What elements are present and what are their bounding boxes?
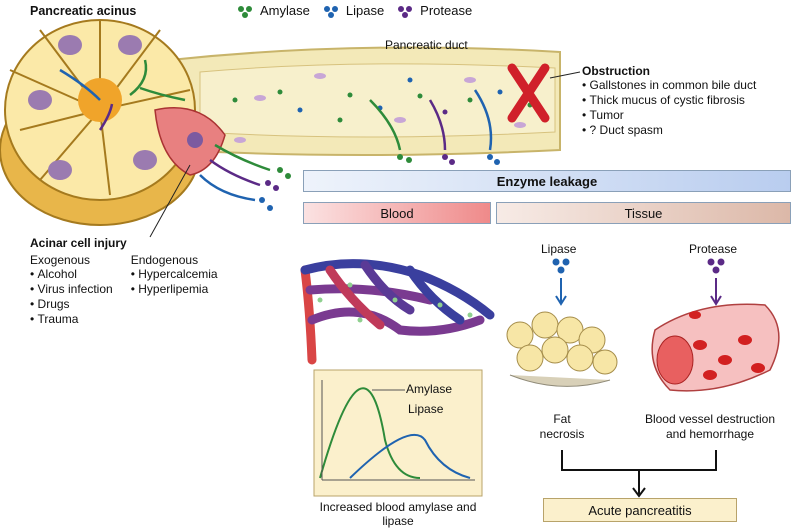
- legend-label: Amylase: [260, 3, 310, 18]
- obstruction-item: ? Duct spasm: [582, 123, 756, 138]
- obstruction-title: Obstruction: [582, 64, 650, 78]
- exogenous-column: Exogenous Alcohol Virus infection Drugs …: [30, 253, 113, 327]
- obstruction-pointer-line: [549, 71, 581, 79]
- obstruction-item: Thick mucus of cystic fibrosis: [582, 93, 756, 108]
- acinar-injury-section: Acinar cell injury Exogenous Alcohol Vir…: [30, 236, 218, 327]
- lipase-label: Lipase: [541, 242, 577, 256]
- endogenous-column: Endogenous Hypercalcemia Hyperlipemia: [131, 253, 218, 327]
- exogenous-list: Alcohol Virus infection Drugs Trauma: [30, 267, 113, 327]
- exogenous-title: Exogenous: [30, 253, 91, 267]
- graph-curve-amylase-label: Amylase: [406, 382, 453, 396]
- obstruction-x-icon: [507, 63, 550, 123]
- exogenous-item: Trauma: [30, 312, 113, 327]
- protease-dots-icon: [398, 5, 414, 18]
- vessel-destruction-label: Blood vessel destruction and hemorrhage: [644, 412, 776, 441]
- exogenous-item: Drugs: [30, 297, 113, 312]
- tissue-bar: Tissue: [496, 202, 791, 224]
- legend-label: Protease: [420, 3, 473, 18]
- fat-cells-illustration: [506, 311, 618, 387]
- endogenous-item: Hypercalcemia: [131, 267, 217, 282]
- enzyme-legend: Amylase Lipase Protease: [238, 4, 472, 18]
- acinus-illustration: [0, 19, 226, 226]
- legend-item-lipase: Lipase: [323, 3, 385, 18]
- fat-necrosis-label: Fat necrosis: [539, 412, 585, 441]
- obstruction-item: Tumor: [582, 108, 756, 123]
- increased-blood-label: Increased blood amylase and lipase: [319, 500, 477, 528]
- obstruction-item: Gallstones in common bile duct: [582, 78, 757, 93]
- graph-curve-lipase-label: Lipase: [408, 402, 444, 416]
- acinus-arrows: [59, 59, 271, 202]
- amylase-dots-icon: [238, 5, 254, 18]
- blood-bar: Blood: [303, 202, 491, 224]
- acinus-title: Pancreatic acinus: [30, 4, 137, 18]
- endogenous-list: Hypercalcemia Hyperlipemia: [131, 267, 218, 297]
- acinus-leak-dots: [259, 167, 291, 211]
- blood-vessel-network: [300, 259, 495, 365]
- enzyme-graph: [313, 369, 483, 497]
- endogenous-title: Endogenous: [130, 253, 199, 267]
- lipase-icon: [552, 258, 570, 306]
- damaged-vessel-illustration: [651, 303, 780, 392]
- exogenous-item: Virus infection: [30, 282, 113, 297]
- endogenous-item: Hyperlipemia: [131, 282, 218, 297]
- duct-leak-dots: [397, 154, 500, 165]
- protease-icon: [707, 258, 725, 306]
- legend-item-amylase: Amylase: [238, 4, 310, 18]
- enzyme-leakage-bar: Enzyme leakage: [303, 170, 791, 192]
- obstruction-box: Obstruction Gallstones in common bile du…: [582, 64, 756, 138]
- duct-enzyme-dots: [232, 77, 533, 123]
- vessel-dots: [317, 282, 473, 323]
- flow-connector: [561, 450, 717, 498]
- duct-leak-arrows: [369, 89, 493, 151]
- injury-pointer-line: [149, 164, 191, 238]
- acinar-injury-title: Acinar cell injury: [30, 236, 127, 250]
- legend-label: Lipase: [345, 3, 385, 18]
- exogenous-item: Alcohol: [30, 267, 113, 282]
- legend-item-protease: Protease: [398, 4, 472, 18]
- pancreatic-duct-label: Pancreatic duct: [385, 38, 468, 52]
- pancreatic-duct-illustration: [168, 46, 561, 156]
- obstruction-list: Gallstones in common bile duct Thick muc…: [582, 78, 757, 138]
- protease-label: Protease: [689, 242, 738, 256]
- lipase-dots-icon: [323, 5, 340, 18]
- acute-pancreatitis-box: Acute pancreatitis: [543, 498, 737, 522]
